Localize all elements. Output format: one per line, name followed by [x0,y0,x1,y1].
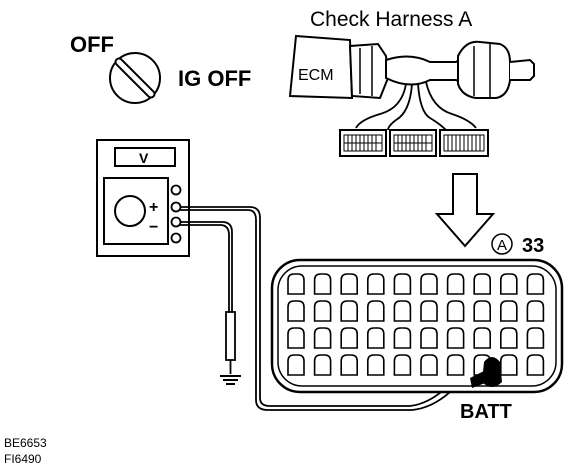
ground-probe [225,311,236,374]
key-slot [114,57,156,99]
connector-pin [473,300,491,322]
voltmeter-unit: V [139,150,149,166]
test-leads [180,206,477,411]
connector-pin [500,327,518,349]
connector-pin [287,354,305,376]
connector-pin [313,300,332,322]
connector-a: A 33 [270,233,564,394]
connector-pin [367,327,385,349]
connector-pin [526,273,545,295]
connector-pin [473,273,491,295]
connector-pin [340,327,358,349]
voltmeter-display [114,147,176,167]
connector-letter: A [497,237,507,254]
connector-pin [287,273,305,295]
connector-pin [287,300,305,322]
connector-pin [367,354,385,376]
test-connectors [339,129,489,157]
down-arrow-icon [434,173,496,248]
connector-pin [340,273,358,295]
reference-code-2: FI6490 [4,452,42,466]
harness-title: Check Harness A [310,8,472,31]
branch-wires [355,81,477,131]
voltmeter-dial [114,195,146,227]
connector-pin [500,354,518,376]
ignition-switch: OFF IG OFF [70,32,251,104]
ground-icon [220,375,241,385]
ecm-label: ECM [298,67,334,84]
connector-pin [473,327,491,349]
connector-pin [500,273,518,295]
connector-pin [446,300,465,322]
positive-lead [180,206,473,407]
connector-id-circle [491,233,513,255]
test-connector-1 [339,129,387,157]
connector-pin [420,300,438,322]
connector-pin [367,273,385,295]
connector-pin [287,327,305,349]
connector-pin [526,354,545,376]
negative-lead [180,221,233,312]
minus-terminal-label: − [149,219,158,236]
switch-state-label: OFF [70,32,114,57]
connector-pin [393,300,412,322]
test-connector-3 [439,129,489,157]
connector-pin [446,354,465,376]
connector-pin [393,354,412,376]
connector-pin [340,300,358,322]
test-connector-2 [389,129,437,157]
battery-terminal-label: BATT [460,401,512,423]
voltmeter: V + − [96,139,190,257]
connector-pin [367,300,385,322]
connector-pin [393,327,412,349]
connector-pin [340,354,358,376]
connector-pin [313,327,332,349]
connector-pin [420,327,438,349]
connector-pin [500,300,518,322]
connector-pin [526,327,545,349]
connector-pin [313,273,332,295]
connector-pin [446,273,465,295]
reference-code-1: BE6653 [4,436,47,450]
connector-pin [446,327,465,349]
connector-pin [393,273,412,295]
ecm-box [288,34,354,100]
harness-connector [457,40,511,99]
ignition-label: IG OFF [178,66,251,91]
connector-pin [526,300,545,322]
terminal-number: 33 [522,235,544,257]
connector-pin [313,354,332,376]
connector-pin [420,354,438,376]
connector-inner-shell [277,265,557,387]
ecm-connector [348,42,390,100]
connector-pin-grid [287,273,545,376]
connector-pin [420,273,438,295]
harness-tail [509,58,535,81]
check-harness: Check Harness A ECM [288,8,535,157]
plus-terminal-label: + [149,199,158,216]
